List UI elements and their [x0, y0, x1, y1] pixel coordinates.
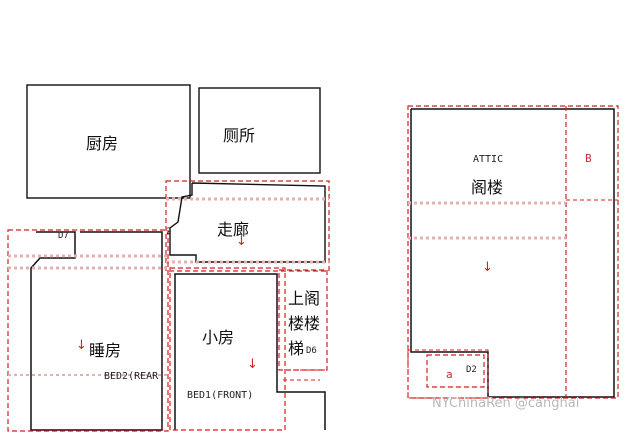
hallway-label: 走廊 [217, 220, 250, 239]
attic-code-label: ATTIC [473, 154, 504, 165]
attic-door-d2-label: D2 [466, 365, 477, 375]
bedroom-label: 睡房 [89, 341, 122, 360]
bed2-code-label: BED2(REAR [104, 371, 159, 382]
hallway-wall [169, 182, 326, 263]
attic-label: 阁楼 [471, 178, 504, 197]
toilet-label: 厕所 [223, 126, 256, 145]
bedroom-arrow-icon: ↓ [76, 338, 87, 353]
door-d6-label: D6 [306, 346, 317, 356]
attic-arrow-icon: ↓ [482, 260, 493, 275]
small-room-label: 小房 [202, 328, 235, 347]
watermark: NYChinaRen @canghai [432, 396, 580, 411]
attic-wall [410, 108, 615, 398]
kitchen-room [26, 84, 191, 199]
hallway-arrow-icon: ↓ [236, 234, 247, 249]
small-room-overlay [169, 267, 286, 431]
stairs-label-1: 上阁 [288, 289, 321, 308]
small-room-wall [174, 273, 326, 430]
toilet-room [198, 87, 321, 174]
door-d7-label: D7 [58, 231, 69, 241]
bedroom-overlay [7, 229, 169, 432]
attic-overlay [407, 105, 619, 399]
stairs-label-2: 楼楼 [288, 314, 321, 333]
attic-room-a [426, 354, 485, 388]
stairs-label-3: 梯 [288, 339, 305, 358]
hallway-overlay [165, 180, 330, 272]
kitchen-label: 厨房 [86, 134, 119, 153]
bed1-code-label: BED1(FRONT) [187, 390, 254, 401]
attic-mark-a: a [446, 368, 453, 381]
small-room-arrow-icon: ↓ [247, 357, 258, 372]
door-2-label: 2 [166, 227, 172, 237]
bedroom-wall [30, 231, 163, 431]
attic-mark-b: B [585, 152, 592, 165]
